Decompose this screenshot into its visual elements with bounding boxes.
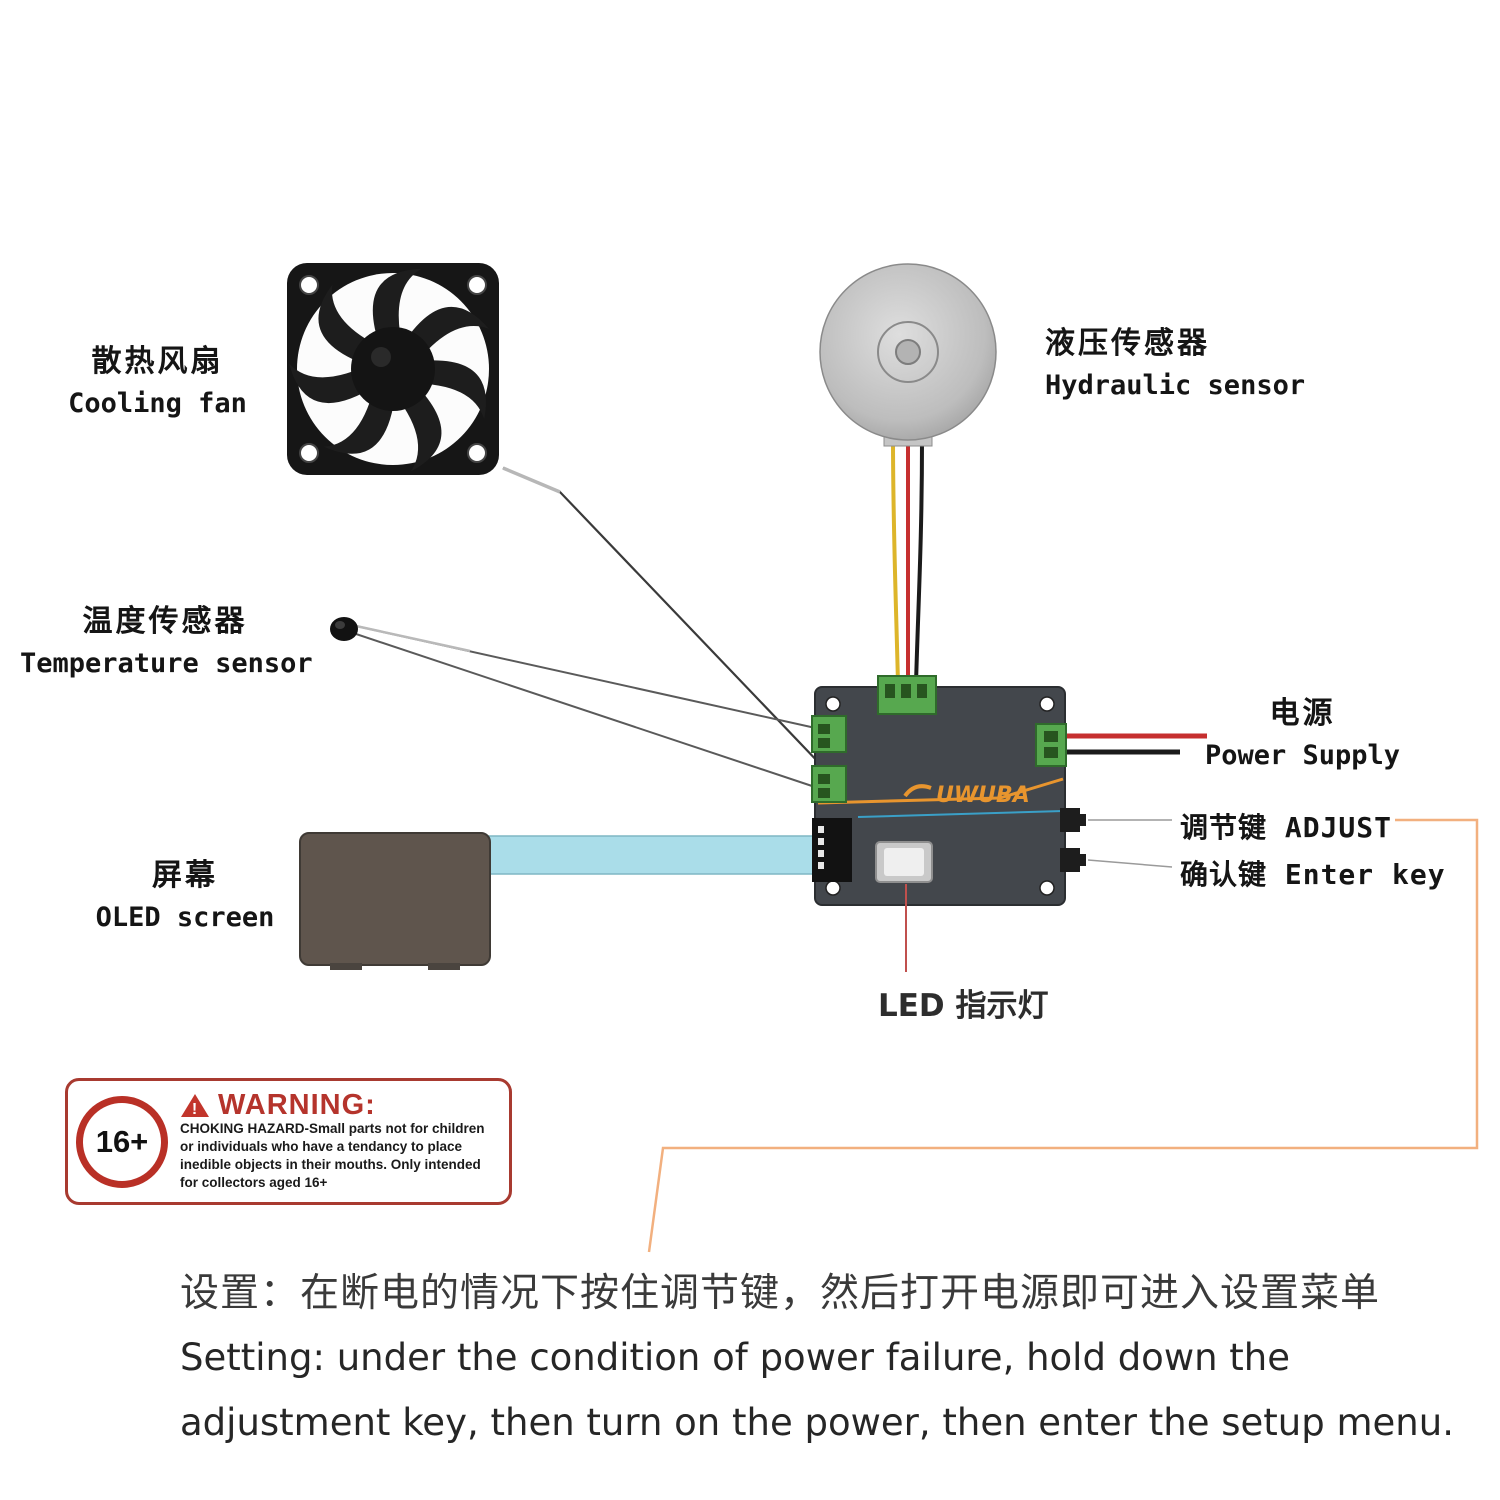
hydraulic-wires bbox=[891, 437, 924, 685]
warning-line: or individuals who have a tendancy to pl… bbox=[180, 1139, 463, 1155]
setting-instruction-zh: 设置：在断电的情况下按住调节键，然后打开电源即可进入设置菜单 bbox=[180, 1271, 1381, 1316]
setting-instruction-en-line1: Setting: under the condition of power fa… bbox=[180, 1336, 1291, 1379]
temp-sensor-graphic bbox=[330, 617, 358, 641]
board-power-connector bbox=[1035, 723, 1067, 767]
ribbon-connector bbox=[812, 818, 852, 882]
board-blue-stripe bbox=[857, 810, 1064, 818]
hydraulic-sensor-label-en: Hydraulic sensor bbox=[1045, 370, 1306, 401]
warning-line: CHOKING HAZARD-Small parts not for child… bbox=[180, 1121, 485, 1137]
cooling-fan-label: 散热风扇 Cooling fan bbox=[55, 336, 260, 419]
fan-wire bbox=[502, 466, 823, 767]
fan-graphic bbox=[287, 263, 499, 475]
led-component bbox=[875, 841, 933, 883]
warning-text-column: ! WARNING: CHOKING HAZARD-Small parts no… bbox=[180, 1091, 499, 1191]
power-supply-label-en: Power Supply bbox=[1204, 740, 1401, 771]
temperature-sensor-label: 温度传感器 Temperature sensor bbox=[20, 596, 313, 679]
temperature-sensor-label-zh: 温度传感器 bbox=[82, 604, 248, 639]
power-supply-label: 电源 Power Supply bbox=[1195, 688, 1410, 771]
cooling-fan-label-zh: 散热风扇 bbox=[91, 344, 224, 379]
hydraulic-sensor-label: 液压传感器 Hydraulic sensor bbox=[1045, 318, 1305, 401]
adjust-setting-callout-line bbox=[647, 818, 1479, 1253]
warning-line: inedible objects in their mouths. Only i… bbox=[180, 1157, 481, 1172]
adjust-button bbox=[1060, 808, 1086, 832]
setting-instruction-en-line2: adjustment key, then turn on the power, … bbox=[180, 1401, 1454, 1444]
board-orange-stripe bbox=[817, 777, 1064, 805]
temperature-sensor-label-en: Temperature sensor bbox=[20, 648, 313, 679]
enter-key-label: 确认键 Enter key bbox=[1180, 858, 1446, 891]
board-top-connector bbox=[877, 675, 937, 715]
warning-triangle-icon: ! bbox=[181, 1094, 209, 1118]
enter-leader-line bbox=[1087, 859, 1173, 868]
oled-screen-label-en: OLED screen bbox=[95, 902, 275, 933]
warning-title: WARNING: bbox=[218, 1089, 376, 1122]
age-16-badge: 16+ bbox=[76, 1095, 168, 1188]
hydraulic-sensor-graphic bbox=[819, 263, 997, 447]
cooling-fan-label-en: Cooling fan bbox=[68, 388, 247, 419]
power-supply-label-zh: 电源 bbox=[1269, 696, 1336, 731]
board-left-connectors bbox=[811, 715, 847, 803]
ribbon-cable bbox=[469, 835, 821, 875]
oled-screen-label-zh: 屏幕 bbox=[152, 858, 218, 893]
svg-text:!: ! bbox=[192, 1101, 198, 1118]
age-16-badge-text: 16+ bbox=[95, 1123, 149, 1159]
power-wires bbox=[1062, 733, 1207, 755]
hydraulic-sensor-label-zh: 液压传感器 bbox=[1045, 326, 1210, 361]
warning-title-row: ! WARNING: bbox=[180, 1091, 499, 1120]
warning-line: for collectors aged 16+ bbox=[180, 1174, 328, 1190]
board-logo-text: UWUBA bbox=[936, 783, 1030, 808]
board-logo-swoosh bbox=[903, 784, 932, 798]
oled-screen-graphic bbox=[299, 832, 491, 970]
led-indicator-label: LED 指示灯 bbox=[878, 988, 1049, 1024]
controller-board: UWUBA bbox=[811, 675, 1086, 906]
oled-screen-label: 屏幕 OLED screen bbox=[85, 850, 285, 933]
adjust-key-label: 调节键 ADJUST bbox=[1180, 811, 1393, 844]
warning-box: 16+ ! WARNING: CHOKING HAZARD-Small part… bbox=[65, 1078, 512, 1205]
enter-button bbox=[1060, 848, 1086, 872]
temp-sensor-leads bbox=[355, 624, 821, 789]
